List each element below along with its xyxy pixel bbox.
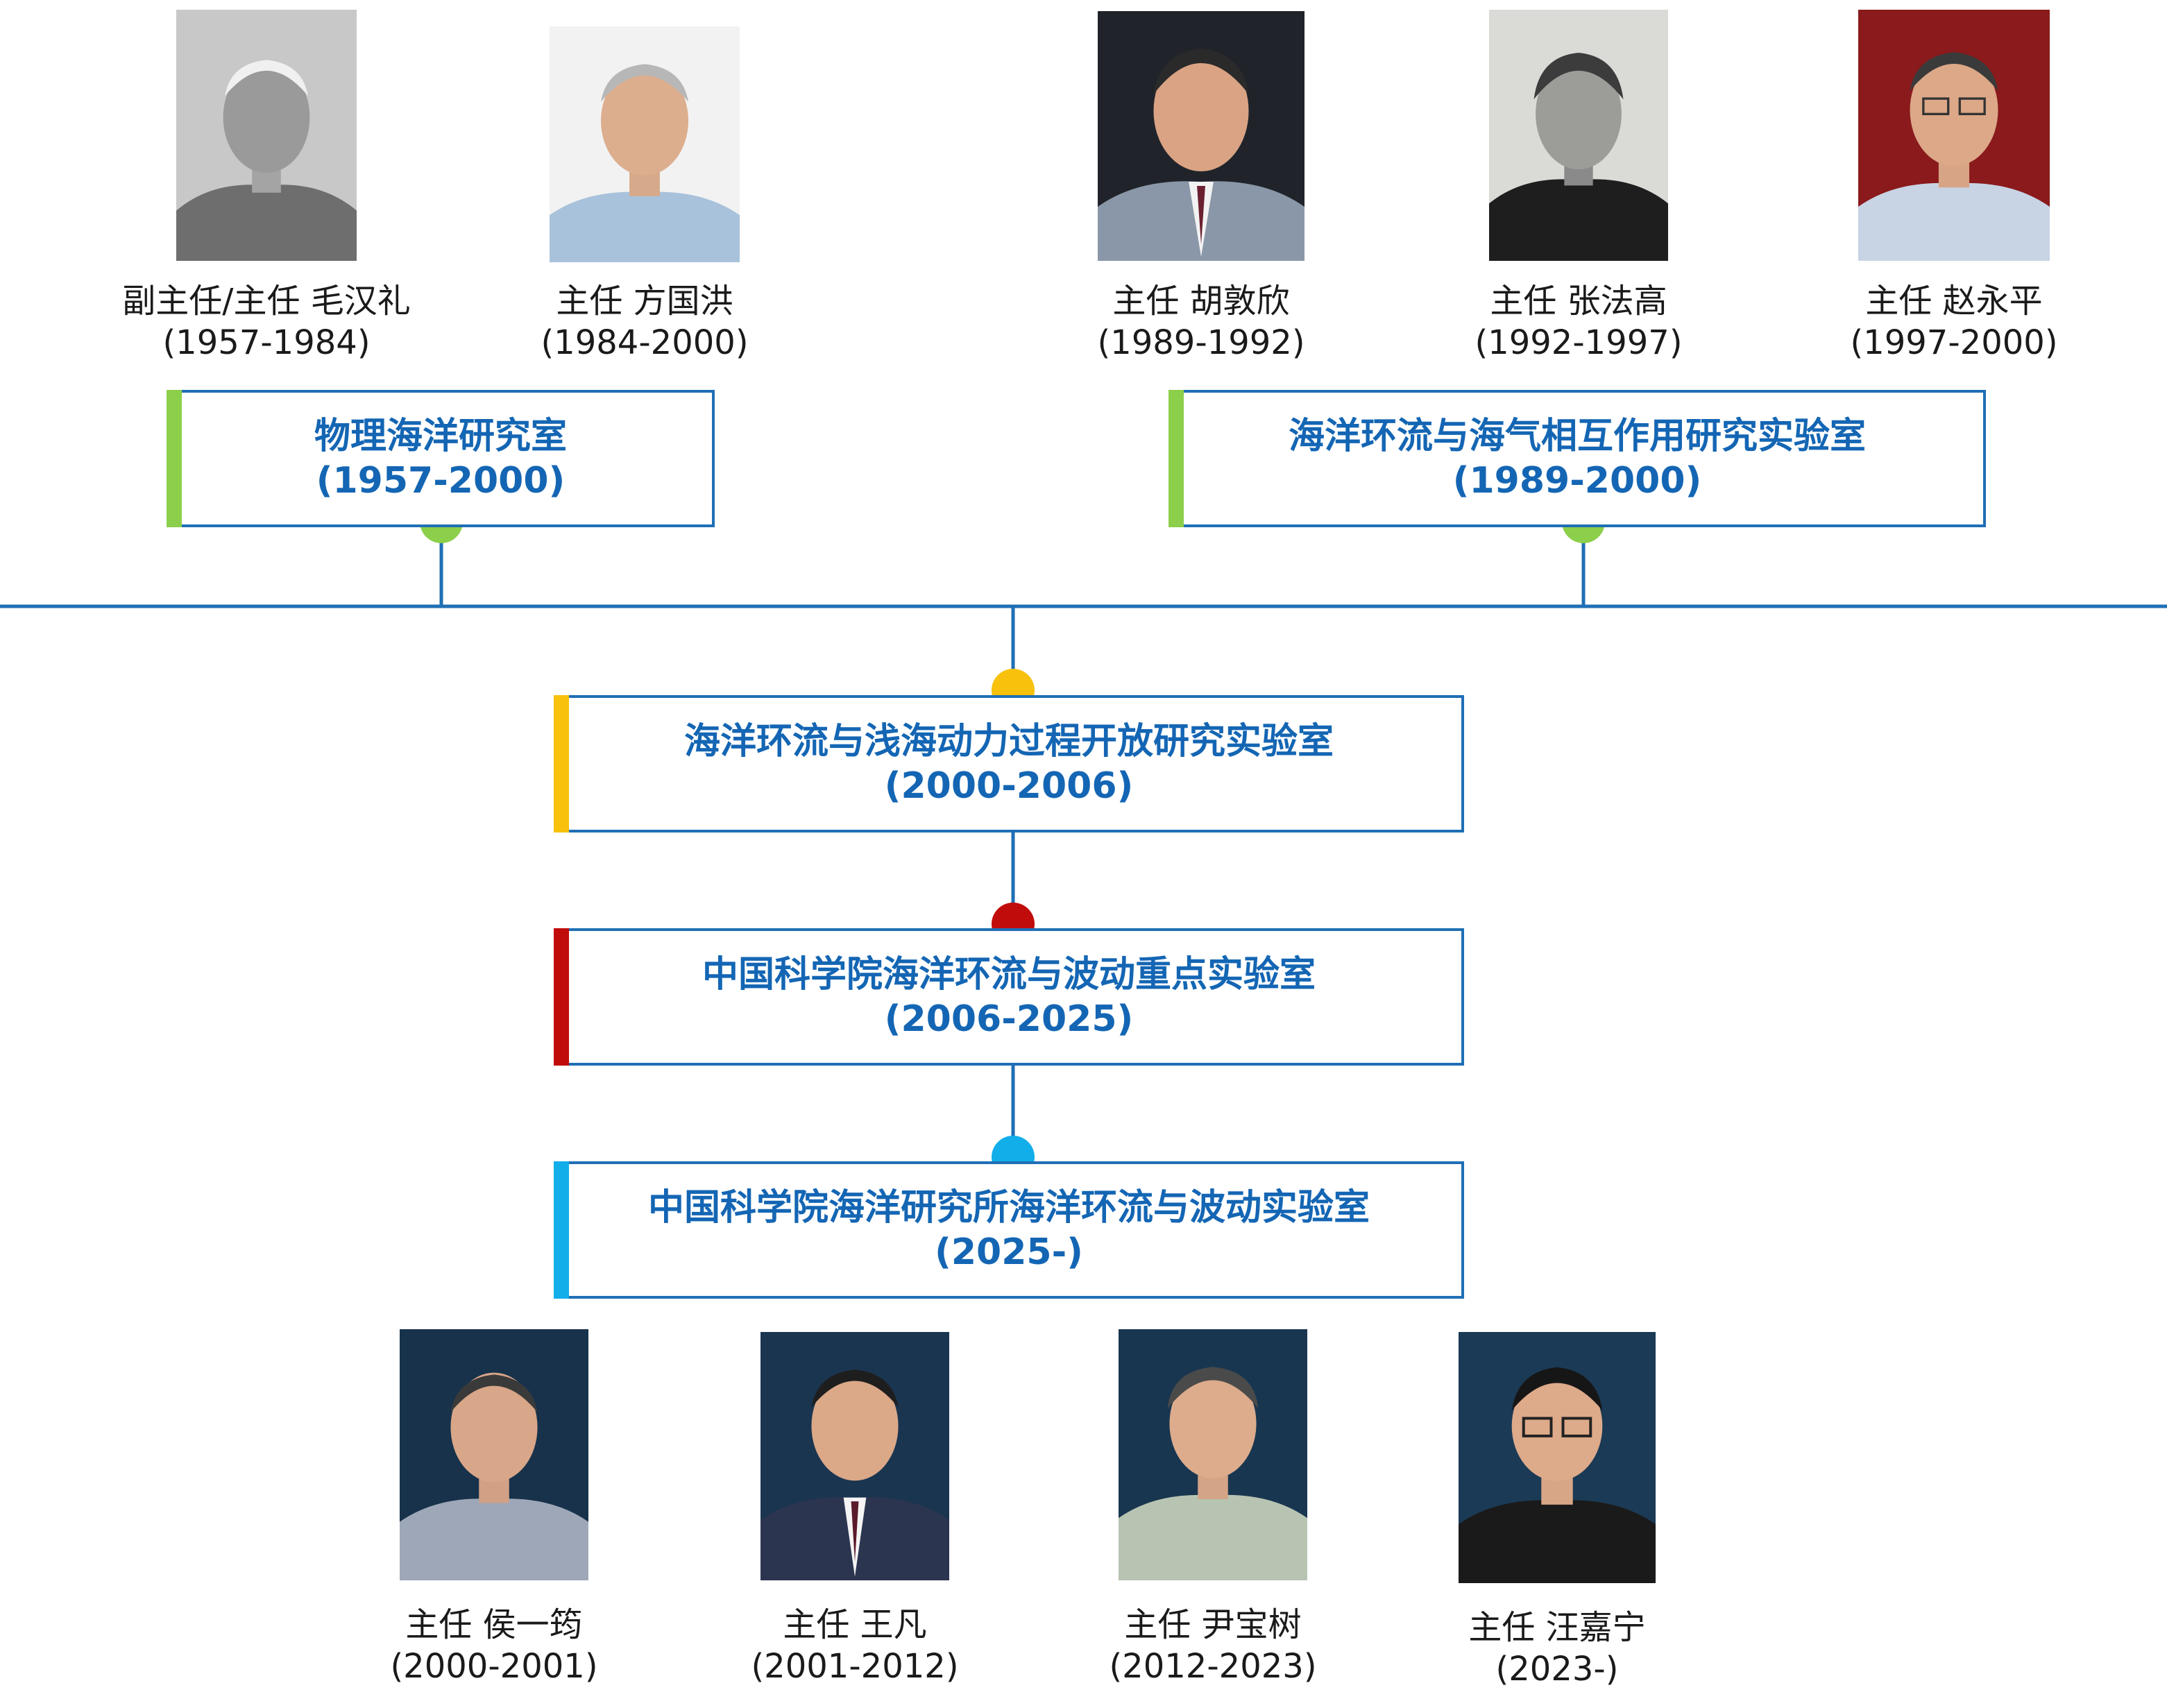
person-period: (1992-1997) <box>1475 323 1683 362</box>
lab-name: 海洋环流与海气相互作用研究实验室 <box>1288 416 1866 457</box>
portrait-zhang-fagao <box>1489 10 1668 261</box>
lab-period: (1957-2000) <box>316 460 566 502</box>
portrait-fang-guohong <box>550 26 740 262</box>
lab-period: (2006-2025) <box>884 998 1134 1040</box>
lab-period: (2000-2006) <box>884 765 1134 807</box>
portrait-mao-hanli <box>176 10 357 261</box>
person-title: 主任 方国洪 <box>556 282 733 321</box>
lab-box-circulation-shelf-dynamics: 海洋环流与浅海动力过程开放研究实验室 (2000-2006) <box>554 695 1464 832</box>
lab-box-physical-oceanography: 物理海洋研究室 (1957-2000) <box>167 390 715 527</box>
portrait-yin-baoshu <box>1119 1329 1307 1580</box>
caption-yin-baoshu: 主任 尹宝树 (2012-2023) <box>1074 1604 1352 1687</box>
portrait-hou-yijun <box>400 1329 588 1580</box>
person-period: (2001-2012) <box>751 1647 959 1686</box>
person-title: 副主任/主任 毛汉礼 <box>122 282 411 321</box>
caption-wang-fan: 主任 王凡 (2001-2012) <box>716 1604 994 1687</box>
person-title: 主任 汪嘉宁 <box>1468 1608 1646 1647</box>
portrait-zhao-yongping <box>1858 10 2050 261</box>
portrait-wang-jianing <box>1459 1332 1656 1583</box>
caption-zhao-yongping: 主任 赵永平 (1997-2000) <box>1815 280 2093 364</box>
person-title: 主任 胡敦欣 <box>1112 282 1290 321</box>
lab-name: 物理海洋研究室 <box>314 416 567 457</box>
lab-accent-bar <box>167 390 182 527</box>
caption-mao-hanli: 副主任/主任 毛汉礼 (1957-1984) <box>93 280 440 364</box>
person-period: (1997-2000) <box>1850 323 2058 362</box>
portrait-hu-dunxin <box>1098 11 1305 261</box>
person-title: 主任 王凡 <box>783 1605 927 1644</box>
person-period: (1984-2000) <box>541 323 749 362</box>
lab-name: 海洋环流与浅海动力过程开放研究实验室 <box>683 721 1334 762</box>
lab-name: 中国科学院海洋环流与波动重点实验室 <box>702 954 1316 996</box>
lab-box-iocas-lab: 中国科学院海洋研究所海洋环流与波动实验室 (2025-) <box>554 1161 1464 1299</box>
person-period: (1989-1992) <box>1097 323 1305 362</box>
lab-box-circulation-air-sea: 海洋环流与海气相互作用研究实验室 (1989-2000) <box>1169 390 1986 527</box>
person-title: 主任 张法高 <box>1490 282 1667 321</box>
caption-wang-jianing: 主任 汪嘉宁 (2023-) <box>1418 1607 1696 1690</box>
caption-zhang-fagao: 主任 张法高 (1992-1997) <box>1440 280 1717 364</box>
lab-period: (2025-) <box>935 1231 1083 1273</box>
caption-hou-yijun: 主任 侯一筠 (2000-2001) <box>355 1604 633 1687</box>
person-period: (2000-2001) <box>390 1647 598 1686</box>
lab-accent-bar <box>554 928 569 1066</box>
person-title: 主任 侯一筠 <box>405 1605 583 1644</box>
person-period: (2023-) <box>1495 1650 1619 1689</box>
lab-name: 中国科学院海洋研究所海洋环流与波动实验室 <box>647 1187 1370 1229</box>
lab-accent-bar <box>554 695 569 832</box>
lab-accent-bar <box>554 1161 569 1299</box>
person-title: 主任 尹宝树 <box>1124 1605 1302 1644</box>
lab-box-cas-key-lab: 中国科学院海洋环流与波动重点实验室 (2006-2025) <box>554 928 1464 1066</box>
lab-accent-bar <box>1169 390 1184 527</box>
caption-fang-guohong: 主任 方国洪 (1984-2000) <box>506 280 783 364</box>
person-period: (1957-1984) <box>162 323 371 362</box>
caption-hu-dunxin: 主任 胡敦欣 (1989-1992) <box>1062 280 1340 364</box>
portrait-wang-fan <box>760 1332 949 1580</box>
person-title: 主任 赵永平 <box>1865 282 2043 321</box>
person-period: (2012-2023) <box>1109 1647 1317 1686</box>
lab-period: (1989-2000) <box>1452 460 1702 502</box>
